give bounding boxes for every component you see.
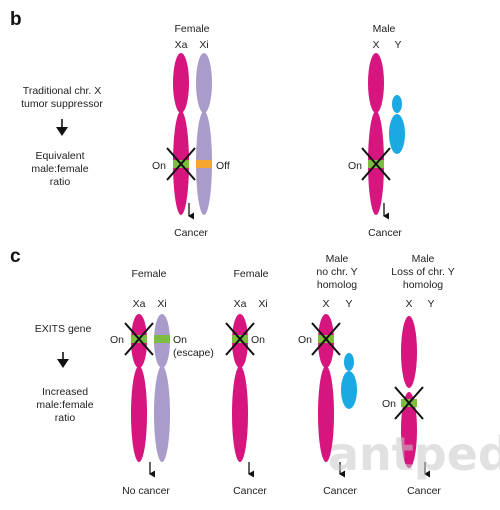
panel-b-male-y-label: Y xyxy=(394,39,401,51)
panel-c-col1-on-left-label: On xyxy=(110,334,124,346)
panel-c-col1-xi-chromosome xyxy=(154,314,170,462)
panel-c-col1-on-right-label: On xyxy=(173,334,187,346)
panel-c-col3-y-chromosome xyxy=(341,353,357,409)
panel-c-letter: c xyxy=(10,246,21,267)
panel-c-col4-title-line3: homolog xyxy=(403,279,443,291)
panel-c-col3-title-line3: homolog xyxy=(317,279,357,291)
panel-b-hypothesis-line1: Traditional chr. X xyxy=(23,85,101,97)
panel-b-female-xi-chromosome xyxy=(196,53,212,215)
panel-c-col3-title-line2: no chr. Y xyxy=(316,266,357,278)
panel-c-col3-y-label: Y xyxy=(345,298,352,310)
panel-b-female-on-label: On xyxy=(152,160,166,172)
panel-b-female-xa-chromosome xyxy=(173,53,189,215)
panel-b-male-x-chromosome xyxy=(368,53,384,215)
panel-c-col4-on-label: On xyxy=(382,398,396,410)
panel-c-result-line1: Increased xyxy=(42,386,88,398)
panel-b-male-x-label: X xyxy=(372,39,379,51)
panel-b-result-line3: ratio xyxy=(50,176,71,188)
panel-c-col2-cross-mark xyxy=(225,322,255,356)
panel-c-col4-y-label: Y xyxy=(427,298,434,310)
panel-b-female-off-label: Off xyxy=(216,160,230,172)
panel-b-letter: b xyxy=(10,9,22,30)
panel-c-col4-x-chromosome xyxy=(401,316,417,468)
panel-c-col1-title: Female xyxy=(131,268,166,280)
panel-b-male-outcome: Cancer xyxy=(368,227,402,239)
panel-c-col2-xa-label: Xa xyxy=(234,298,247,310)
panel-c-gene-label: EXITS gene xyxy=(35,323,92,335)
panel-b-female-gene-off-band xyxy=(196,160,212,168)
panel-b-male-title: Male xyxy=(373,23,396,35)
panel-c-col4-x-label: X xyxy=(405,298,412,310)
panel-c-col3-outcome: Cancer xyxy=(323,485,357,497)
panel-c-col2-title: Female xyxy=(233,268,268,280)
watermark-logo: antpedia xyxy=(328,427,500,481)
panel-b-female-outcome: Cancer xyxy=(174,227,208,239)
panel-c-result-line3: ratio xyxy=(55,412,76,424)
panel-b-hypothesis-line2: tumor suppressor xyxy=(21,98,103,110)
panel-c-col1-outcome: No cancer xyxy=(122,485,170,497)
panel-c-col4-cross-mark xyxy=(394,386,424,420)
panel-c-col4-title-line1: Male xyxy=(412,253,435,265)
panel-b-female-xi-label: Xi xyxy=(199,39,208,51)
panel-b-result-line1: Equivalent xyxy=(35,150,84,162)
panel-b-female-xa-label: Xa xyxy=(175,39,188,51)
panel-c-col1-xi-label: Xi xyxy=(157,298,166,310)
panel-b-male-y-chromosome xyxy=(389,95,405,154)
panel-b-male-cross-mark xyxy=(361,147,391,181)
panel-c-col1-cross-mark xyxy=(124,322,154,356)
panel-c-left-arrow xyxy=(57,352,69,368)
panel-b-result-line2: male:female xyxy=(31,163,88,175)
panel-b-female-title: Female xyxy=(174,23,209,35)
panel-c-result-line2: male:female xyxy=(36,399,93,411)
panel-b-left-arrow xyxy=(56,119,68,136)
panel-c-col2-xi-label: Xi xyxy=(258,298,267,310)
panel-c-col4-outcome: Cancer xyxy=(407,485,441,497)
panel-c-col3-on-label: On xyxy=(298,334,312,346)
panel-c-col2-outcome: Cancer xyxy=(233,485,267,497)
panel-b-male-on-label: On xyxy=(348,160,362,172)
panel-c-col3-title-line1: Male xyxy=(326,253,349,265)
panel-c-col1-xi-gene-band xyxy=(154,335,170,343)
panel-c-col1-escape-label: (escape) xyxy=(173,347,214,359)
panel-c-col2-on-label: On xyxy=(251,334,265,346)
panel-b-female-cross-mark xyxy=(166,147,196,181)
panel-c-col4-title-line2: Loss of chr. Y xyxy=(391,266,454,278)
panel-c-col1-xa-label: Xa xyxy=(133,298,146,310)
panel-c-col3-cross-mark xyxy=(311,322,341,356)
panel-c-col3-x-label: X xyxy=(322,298,329,310)
